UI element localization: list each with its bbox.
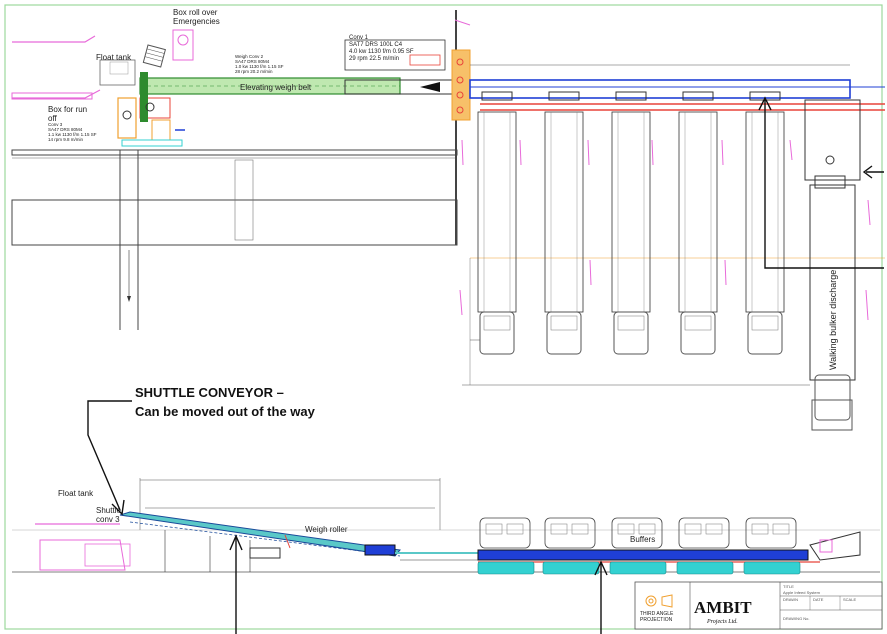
title-value: Apple Infeed System (783, 590, 821, 595)
bin-plan-1 (477, 91, 517, 355)
title-block: TITLE Apple Infeed System DRAWN DATE SCA… (634, 581, 883, 630)
bin-elev-4 (676, 517, 734, 575)
bin-elev-1 (477, 517, 535, 575)
bin-elev-5 (743, 517, 801, 575)
company-sub: Projects Ltd. (706, 619, 738, 625)
label-float-tank-plan: Float tank (96, 53, 132, 62)
callout-shuttle-line2: Can be moved out of the way (135, 404, 316, 419)
bin-elev-3 (609, 517, 667, 575)
label-float-tank-elev: Float tank (58, 489, 94, 498)
label-buffers: Buffers (630, 535, 655, 544)
bin-plan-4 (678, 91, 718, 355)
drawn-label: DRAWN (783, 597, 798, 602)
drawing-no-label: DRAWING No. (783, 616, 810, 621)
label-walking-bulker: Walking bulker discharge (828, 270, 838, 370)
date-label: DATE (813, 597, 824, 602)
company-logo: AMBIT (694, 598, 752, 617)
callout-shuttle-line1: SHUTTLE CONVEYOR – (135, 385, 284, 400)
drawing-frame (4, 4, 883, 630)
scale-label: SCALE (843, 597, 856, 602)
bin-plan-2 (544, 91, 584, 355)
title-label: TITLE (783, 584, 794, 589)
label-weigh-roller: Weigh roller (305, 525, 348, 534)
label-elevating-weigh-belt: Elevating weigh belt (240, 83, 312, 92)
bin-plan-3 (611, 91, 651, 355)
bins-elevation (477, 517, 801, 575)
